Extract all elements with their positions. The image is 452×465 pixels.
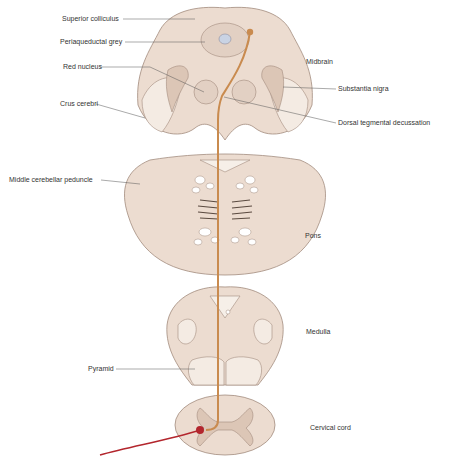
motor-neuron xyxy=(196,426,204,434)
structure-label: Pons xyxy=(305,232,321,240)
structure-label: Superior colliculus xyxy=(62,15,119,23)
structure-label: Middle cerebellar peduncle xyxy=(9,176,93,184)
structure-label: Midbrain xyxy=(306,58,333,66)
corticospinal-bundles xyxy=(192,176,258,245)
motor-axon xyxy=(100,430,200,455)
structure-label: Substantia nigra xyxy=(338,85,389,93)
structure-label: Periaqueductal grey xyxy=(60,38,122,46)
aqueduct xyxy=(219,34,231,44)
substantia-nigra xyxy=(262,66,284,112)
fourth-ventricle xyxy=(200,160,250,172)
grey-matter xyxy=(197,408,253,446)
central-canal xyxy=(226,310,230,314)
red-nucleus xyxy=(194,80,218,104)
red-nucleus xyxy=(232,80,256,104)
medulla-section xyxy=(167,287,283,385)
olive xyxy=(178,319,196,344)
structure-label: Cervical cord xyxy=(310,424,351,432)
structure-label: Dorsal tegmental decussation xyxy=(338,119,430,127)
fourth-ventricle xyxy=(210,296,240,318)
pons-section xyxy=(124,154,325,275)
olive xyxy=(254,319,272,344)
structure-label: Red nucleus xyxy=(63,63,102,71)
substantia-nigra xyxy=(166,66,188,112)
leader-lines xyxy=(96,19,336,369)
structure-label: Pyramid xyxy=(88,365,114,373)
tract-origin xyxy=(247,29,253,35)
tectospinal-tract xyxy=(206,32,250,430)
cervical-cord-section xyxy=(175,395,275,455)
pontine-fibres xyxy=(198,200,252,219)
periaqueductal-grey xyxy=(201,23,249,57)
structure-label: Medulla xyxy=(306,328,331,336)
structure-label: Crus cerebri xyxy=(60,100,98,108)
pyramid xyxy=(226,357,262,385)
